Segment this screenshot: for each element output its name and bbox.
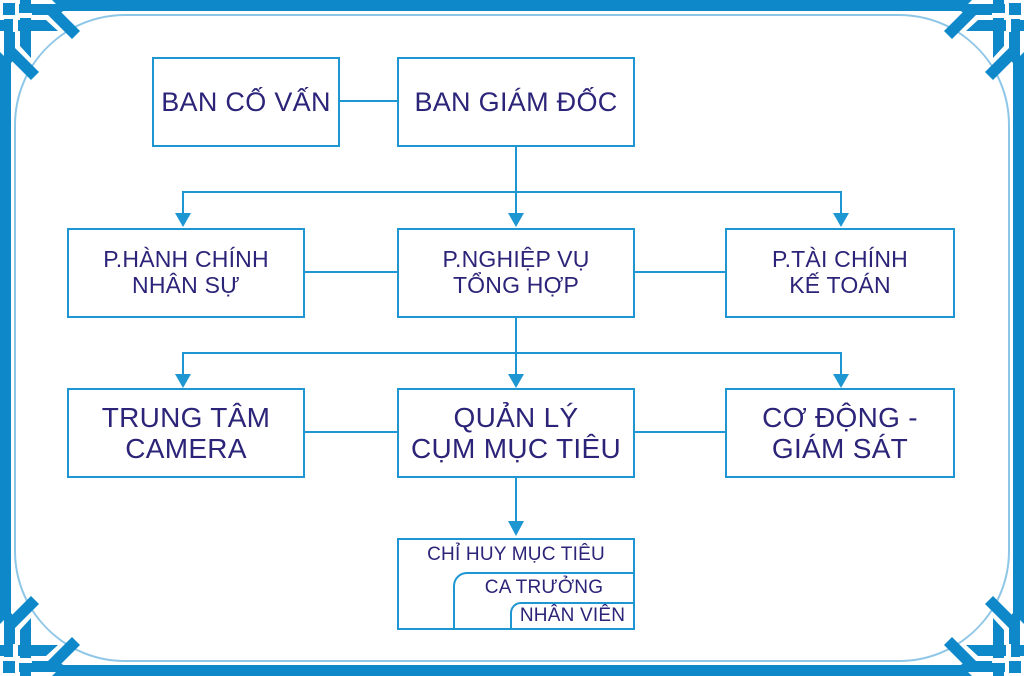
node-ban-giam-doc: BAN GIÁM ĐỐC bbox=[397, 57, 635, 147]
node-nhan-vien: NHÂN VIÊN bbox=[510, 602, 635, 630]
node-quan-ly-cum-muc-tieu: QUẢN LÝ CỤM MỤC TIÊU bbox=[397, 388, 635, 478]
node-trung-tam-camera: TRUNG TÂM CAMERA bbox=[67, 388, 305, 478]
node-p-nghiep-vu-tong-hop: P.NGHIỆP VỤ TỔNG HỢP bbox=[397, 228, 635, 318]
node-co-dong-giam-sat: CƠ ĐỘNG - GIÁM SÁT bbox=[725, 388, 955, 478]
node-p-tai-chinh-ke-toan: P.TÀI CHÍNH KẾ TOÁN bbox=[725, 228, 955, 318]
node-ban-co-van: BAN CỐ VẤN bbox=[152, 57, 340, 147]
node-p-hanh-chinh-nhan-su: P.HÀNH CHÍNH NHÂN SỰ bbox=[67, 228, 305, 318]
